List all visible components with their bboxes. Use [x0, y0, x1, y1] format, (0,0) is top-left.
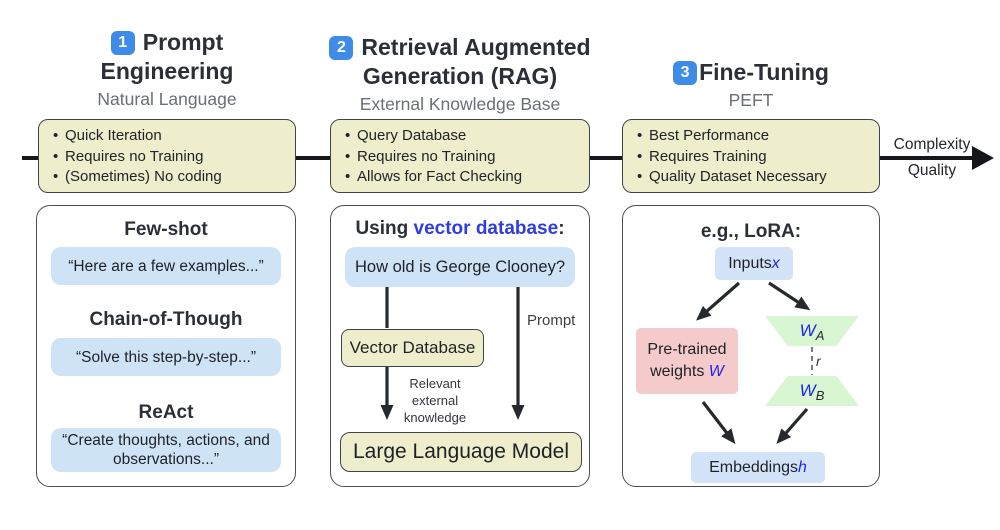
trait-item: Quick Iteration [49, 126, 287, 147]
trait-item: Requires Training [633, 147, 871, 168]
step-3-badge: 3 [673, 60, 698, 85]
pretrained-weights-box: Pre-trained weights W [636, 328, 738, 394]
trait-item: Query Database [341, 126, 581, 147]
fine-tuning-traits-box: Best Performance Requires Training Quali… [622, 119, 880, 193]
large-language-model-box: Large Language Model [340, 432, 582, 472]
lora-panel-title: e.g., LoRA: [700, 221, 802, 242]
trait-item: Requires no Training [341, 147, 581, 168]
prompt-edge-label: Prompt [527, 312, 576, 329]
react-example-chip: “Create thoughts, actions, and observati… [51, 428, 281, 472]
few-shot-example-chip: “Here are a few examples...” [51, 247, 281, 285]
axis-label-quality: Quality [907, 162, 957, 179]
embeddings-variable-h: h [798, 458, 807, 476]
prompt-engineering-traits-box: Quick Iteration Requires no Training (So… [38, 119, 296, 193]
header-2-subtitle: External Knowledge Base [359, 94, 561, 114]
rag-panel-title: Using vector database: [355, 218, 565, 239]
complexity-axis-arrowhead-icon [972, 146, 994, 170]
rank-label: r [816, 353, 821, 369]
vector-database-accent: vector database [413, 218, 559, 239]
rag-panel: Using vector database: How old is George… [330, 205, 590, 487]
header-rag: 2 Retrieval Augmented Generation (RAG) E… [300, 33, 620, 116]
header-2-title-line1: Retrieval Augmented [361, 34, 591, 60]
user-question-chip: How old is George Clooney? [345, 247, 575, 287]
trait-item: (Sometimes) No coding [49, 167, 287, 188]
input-variable-x: x [771, 254, 780, 272]
react-title: ReAct [138, 402, 194, 423]
trait-item: Best Performance [633, 126, 871, 147]
rag-traits-box: Query Database Requires no Training Allo… [330, 119, 590, 193]
relevant-knowledge-label: Relevant external knowledge [403, 376, 467, 425]
few-shot-title: Few-shot [124, 219, 208, 240]
header-1-title-line1: Prompt [142, 29, 224, 55]
inputs-box: Inputs x [715, 247, 793, 280]
embeddings-box: Embeddings h [691, 452, 825, 483]
prompt-engineering-panel: Few-shot “Here are a few examples...” Ch… [36, 205, 296, 487]
chain-of-thought-example-chip: “Solve this step-by-step...” [51, 338, 281, 376]
header-prompt-engineering: 1 Prompt Engineering Natural Language [36, 28, 298, 111]
lora-panel: e.g., LoRA: Inputs x Pre-trained weights… [622, 205, 880, 487]
trait-item: Requires no Training [49, 147, 287, 168]
weights-variable-w: W [708, 363, 724, 380]
trait-item: Quality Dataset Necessary [633, 167, 871, 188]
vector-database-box: Vector Database [341, 329, 484, 367]
header-3-subtitle: PEFT [728, 90, 774, 110]
axis-label-complexity: Complexity [893, 136, 971, 153]
header-1-title-line2: Engineering [100, 58, 234, 84]
header-1-subtitle: Natural Language [97, 89, 237, 109]
header-3-title-line1: Fine-Tuning [699, 59, 829, 85]
chain-of-thought-title: Chain-of-Though [89, 309, 243, 330]
header-fine-tuning: 3 Fine-Tuning PEFT [622, 58, 880, 112]
step-1-badge: 1 [110, 30, 135, 55]
trait-item: Allows for Fact Checking [341, 167, 581, 188]
header-2-title-line2: Generation (RAG) [362, 63, 558, 89]
step-2-badge: 2 [329, 35, 354, 60]
